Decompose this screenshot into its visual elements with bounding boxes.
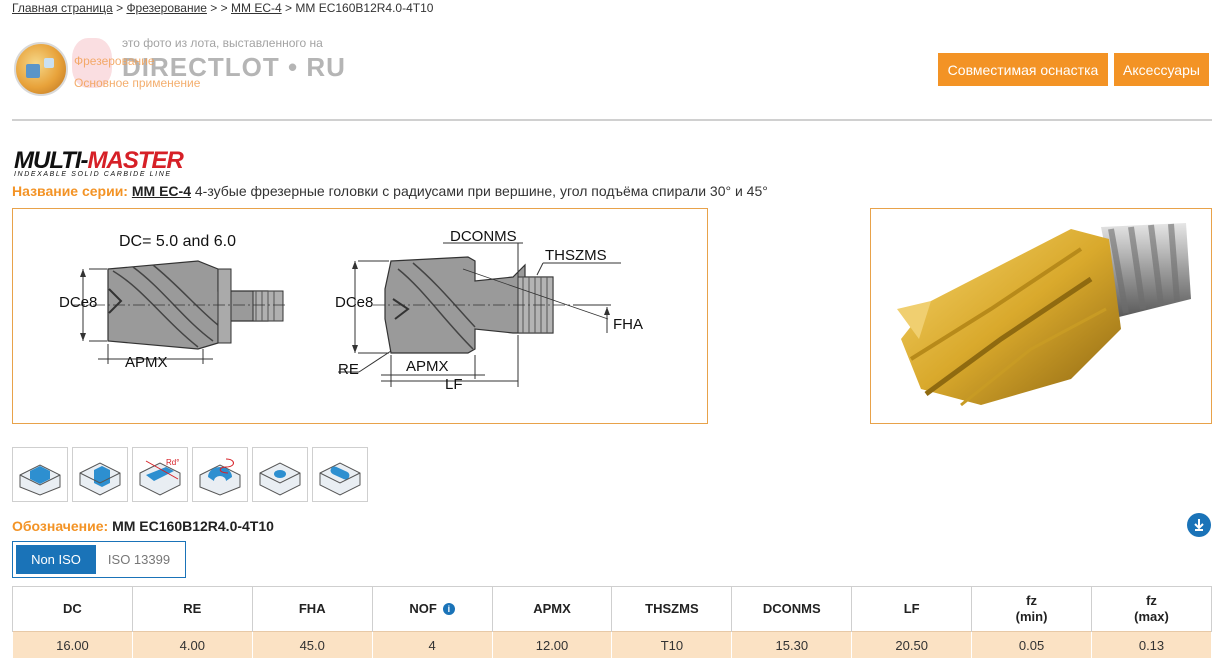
series-name-link[interactable]: MM EC-4	[131, 183, 191, 199]
iso-standard-toggle: Non ISO ISO 13399	[12, 541, 186, 578]
drawing-label-re: RE	[338, 361, 359, 378]
header-sublabel: (max)	[1134, 609, 1169, 624]
breadcrumb-milling-link[interactable]: Фрезерование	[126, 1, 207, 15]
table-row[interactable]: 16.00 4.00 45.0 4 12.00 T10 15.30 20.50 …	[12, 631, 1212, 659]
cell-fz-min: 0.05	[971, 631, 1093, 659]
header-label: DC	[63, 601, 82, 616]
header-label: LF	[903, 601, 920, 616]
operation-icons: Rd°	[12, 447, 368, 502]
header-fz-min: fz(min)	[971, 586, 1093, 632]
info-icon[interactable]: i	[442, 603, 455, 615]
header-lf: LF	[851, 586, 973, 632]
breadcrumb-separator: >	[285, 1, 293, 15]
breadcrumb: Главная страница > Фрезерование > > MM E…	[12, 1, 433, 15]
header-label: fz	[1146, 593, 1157, 608]
header-dc: DC	[12, 586, 133, 632]
breadcrumb-separator: >	[116, 1, 124, 15]
header-nof: NOF i	[371, 586, 493, 632]
drawing-label-fha: FHA	[613, 316, 643, 333]
pocket-milling-icon[interactable]	[312, 447, 368, 502]
header-divider	[12, 119, 1212, 121]
header-label: THSZMS	[645, 601, 699, 616]
compatible-tooling-button[interactable]: Совместимая оснастка	[938, 53, 1108, 86]
header-label: FHA	[298, 601, 326, 616]
breadcrumb-series-link[interactable]: MM EC-4	[231, 1, 282, 15]
drawing-label-apmx-left: APMX	[125, 354, 168, 371]
cell-fz-max: 0.13	[1091, 631, 1212, 659]
shoulder-milling-icon[interactable]	[12, 447, 68, 502]
category-main-application-link[interactable]: Основное применение	[74, 76, 201, 90]
drawing-title: DC= 5.0 and 6.0	[119, 233, 236, 250]
left-tool-drawing	[73, 260, 288, 350]
header-apmx: APMX	[491, 586, 613, 632]
technical-drawing-svg: DC= 5.0 and 6.0 DCe8 APMX	[59, 228, 643, 393]
ramping-angle-label: Rd°	[166, 458, 179, 467]
header-label: APMX	[533, 601, 571, 616]
accessories-button[interactable]: Аксессуары	[1114, 53, 1209, 86]
series-label: Название серии:	[12, 183, 128, 199]
breadcrumb-current: MM EC160B12R4.0-4T10	[295, 1, 434, 15]
logo-text-part1: MULTI-	[14, 147, 89, 174]
header-thszms: THSZMS	[611, 586, 733, 632]
header-label: fz	[1026, 593, 1037, 608]
watermark-brand: DIRECTLOT • RU	[122, 52, 346, 82]
logo-area: это фото из лота, выставленного на DIREC…	[14, 36, 346, 100]
breadcrumb-separator: > >	[210, 1, 228, 15]
cell-re: 4.00	[131, 631, 253, 659]
non-iso-tab[interactable]: Non ISO	[16, 545, 96, 574]
series-line: Название серии: MM EC-4 4-зубые фрезерны…	[12, 183, 768, 199]
logo-block-shape	[44, 58, 54, 68]
cell-lf: 20.50	[851, 631, 973, 659]
cell-thszms: T10	[611, 631, 733, 659]
right-tool-drawing	[373, 256, 613, 354]
watermark-logo-icon	[72, 38, 112, 88]
drawing-label-dconms: DCONMS	[450, 228, 517, 245]
multi-master-logo: MULTI-MASTER INDEXABLE SOLID CARBIDE LIN…	[14, 147, 184, 179]
plunge-milling-icon[interactable]	[252, 447, 308, 502]
technical-drawing: DC= 5.0 and 6.0 DCe8 APMX	[12, 208, 708, 424]
category-logo-icon[interactable]	[14, 42, 68, 96]
iso-13399-tab[interactable]: ISO 13399	[107, 552, 171, 567]
helical-interpolation-icon[interactable]	[192, 447, 248, 502]
header-dconms: DCONMS	[731, 586, 853, 632]
slot-milling-icon[interactable]	[72, 447, 128, 502]
drawing-label-thszms: THSZMS	[545, 247, 607, 264]
download-icon[interactable]	[1187, 513, 1211, 537]
cell-dc: 16.00	[12, 631, 133, 659]
series-description: 4-зубые фрезерные головки с радиусами пр…	[194, 183, 768, 199]
multi-master-title: MULTI-MASTER	[14, 147, 184, 174]
watermark-caption: это фото из лота, выставленного на	[122, 36, 323, 50]
designation-value: MM EC160B12R4.0-4T10	[112, 518, 274, 534]
ramping-icon[interactable]: Rd°	[132, 447, 188, 502]
drawing-label-dce8-right: DCe8	[335, 294, 373, 311]
milling-head-image	[897, 223, 1191, 407]
multi-master-subtitle: INDEXABLE SOLID CARBIDE LINE	[14, 171, 172, 178]
designation-line: Обозначение: MM EC160B12R4.0-4T10	[12, 518, 274, 534]
header-label: DCONMS	[762, 601, 821, 616]
logo-text-part2: MASTER	[87, 147, 184, 174]
header-re: RE	[131, 586, 253, 632]
header-label: NOF	[409, 601, 437, 616]
cell-apmx: 12.00	[491, 631, 613, 659]
header-sublabel: (min)	[1015, 609, 1048, 624]
drawing-label-lf: LF	[445, 376, 463, 393]
header-label: RE	[183, 601, 202, 616]
cell-nof: 4	[371, 631, 493, 659]
header-fha: FHA	[251, 586, 373, 632]
designation-label: Обозначение:	[12, 518, 109, 534]
header-fz-max: fz(max)	[1091, 586, 1212, 632]
breadcrumb-home-link[interactable]: Главная страница	[12, 1, 113, 15]
category-milling-link[interactable]: Фрезерование	[74, 54, 155, 68]
product-photo[interactable]	[870, 208, 1212, 424]
cell-fha: 45.0	[251, 631, 373, 659]
cell-dconms: 15.30	[731, 631, 853, 659]
drawing-label-apmx-right: APMX	[406, 358, 449, 375]
drawing-label-dce8-left: DCe8	[59, 294, 97, 311]
logo-block-shape	[26, 64, 40, 78]
